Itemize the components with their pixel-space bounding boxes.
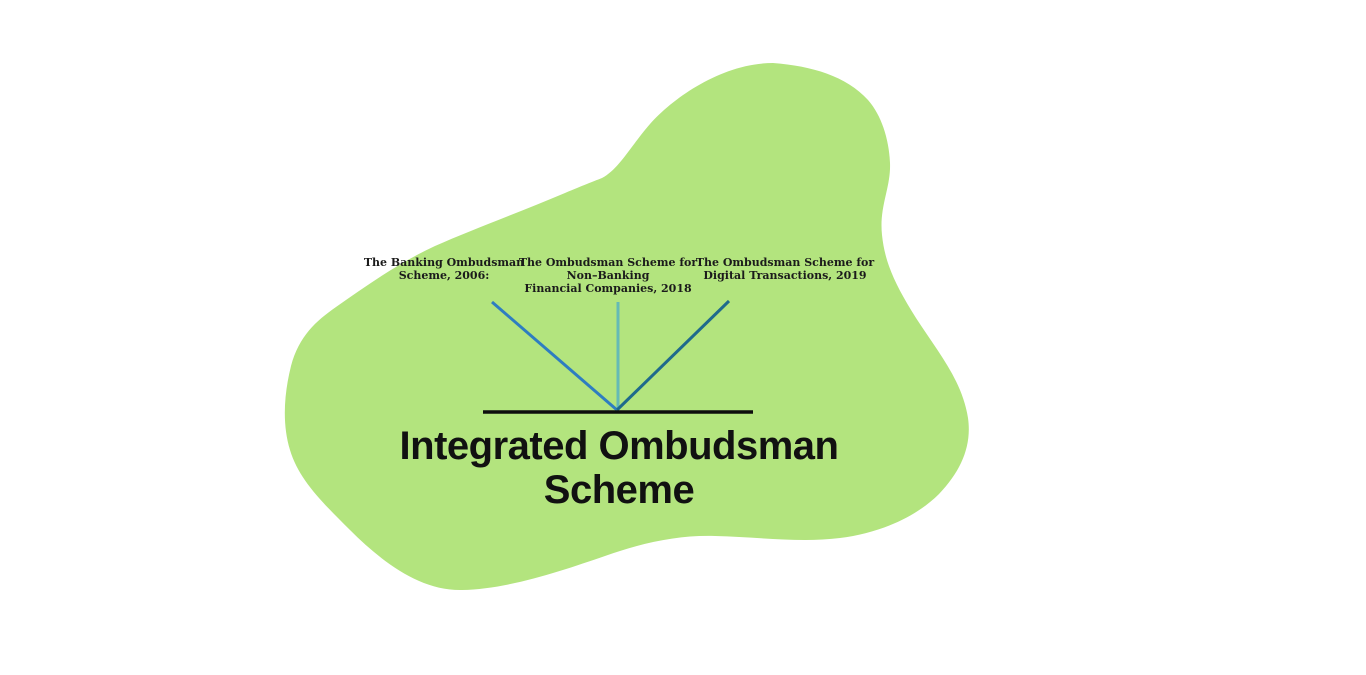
label-banking-ombudsman-scheme: The Banking Ombudsman Scheme, 2006: (363, 256, 525, 282)
branch-line-digital-transactions (615, 299, 731, 412)
blob-shape (284, 63, 969, 591)
diagram-title: Integrated Ombudsman Scheme (399, 424, 839, 512)
label-digital-transactions-ombudsman-scheme: The Ombudsman Scheme for Digital Transac… (695, 256, 875, 282)
branch-line-banking-ombudsman (491, 300, 618, 412)
label-nbfc-ombudsman-scheme: The Ombudsman Scheme for Non–Banking Fin… (518, 256, 698, 295)
